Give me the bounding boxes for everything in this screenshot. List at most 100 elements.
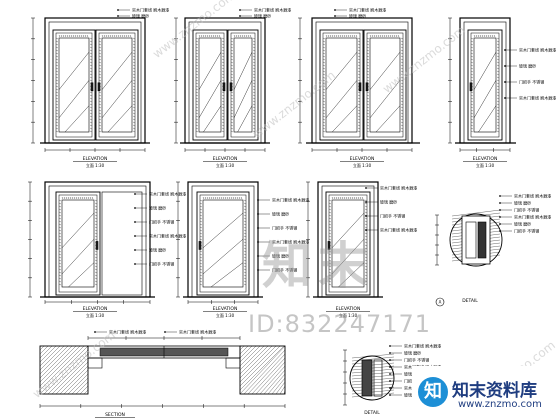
glass-hatch	[375, 105, 401, 133]
carved-border	[55, 121, 59, 124]
wall-hatch	[259, 365, 286, 395]
callout-dot	[117, 15, 119, 17]
glass-panel	[325, 37, 358, 133]
carved-border	[230, 112, 234, 115]
carved-border	[470, 127, 474, 130]
door-leaf-inner	[470, 32, 500, 138]
carved-border	[364, 226, 368, 229]
callout-label: 实木门套线 刷木器漆	[514, 214, 551, 220]
carved-border	[98, 121, 102, 124]
carved-border	[470, 130, 474, 133]
carved-border	[496, 88, 500, 91]
carved-border	[76, 34, 79, 38]
carved-border	[58, 205, 62, 208]
carved-border	[357, 49, 361, 52]
carved-border	[496, 49, 500, 52]
carved-border	[400, 130, 404, 133]
carved-border	[252, 121, 256, 124]
carved-border	[252, 100, 256, 103]
carved-border	[94, 265, 98, 268]
carved-border	[98, 49, 102, 52]
carved-border	[322, 82, 326, 85]
carved-border	[55, 49, 59, 52]
elevation-title: ELEVATION	[213, 306, 238, 312]
carved-border	[243, 283, 247, 286]
elevation-title: ELEVATION	[83, 306, 108, 312]
carved-border	[195, 130, 199, 133]
carved-border	[470, 91, 474, 94]
wall-hatch	[255, 361, 286, 395]
carved-border	[58, 244, 62, 247]
carved-border	[94, 262, 98, 265]
carved-border	[132, 55, 136, 58]
carved-border	[400, 112, 404, 115]
carved-border	[204, 196, 207, 200]
carved-border	[366, 118, 370, 121]
carved-border	[195, 94, 199, 97]
carved-border	[366, 112, 370, 115]
carved-border	[98, 91, 102, 94]
carved-border	[328, 265, 332, 268]
carved-border	[243, 202, 247, 205]
carved-border	[98, 115, 102, 118]
door-handle	[327, 241, 331, 250]
detail-title: DETAIL	[462, 298, 478, 304]
carved-border	[322, 73, 326, 76]
wall-hatch	[75, 381, 89, 395]
elevation-scale: 立面 1:30	[216, 312, 235, 318]
carved-border	[98, 106, 102, 109]
carved-border	[94, 202, 98, 205]
carved-border	[195, 112, 199, 115]
glass-hatch	[331, 239, 365, 275]
carved-border	[243, 253, 247, 256]
carved-border	[322, 61, 326, 64]
carved-border	[70, 34, 73, 38]
callout-label: 实木门套线 刷木器漆	[404, 343, 441, 349]
carved-border	[252, 52, 256, 55]
carved-border	[218, 34, 221, 38]
carved-border	[470, 55, 474, 58]
carved-border	[243, 268, 247, 271]
carved-border	[243, 265, 247, 268]
carved-border	[496, 112, 500, 115]
carved-border	[243, 274, 247, 277]
carved-border	[496, 127, 500, 130]
carved-border	[236, 196, 239, 200]
carved-border	[355, 196, 358, 200]
carved-border	[89, 37, 93, 40]
carved-border	[329, 34, 332, 38]
carved-border	[357, 100, 361, 103]
carved-border	[132, 64, 136, 67]
carved-border	[109, 34, 112, 38]
carved-border	[400, 37, 404, 40]
carved-border	[58, 208, 62, 211]
carved-border	[359, 196, 362, 200]
door-frame	[187, 181, 259, 298]
carved-border	[221, 43, 225, 46]
carved-border	[199, 262, 203, 265]
carved-border	[55, 109, 59, 112]
carved-border	[89, 46, 93, 49]
carved-border	[94, 229, 98, 232]
glass-hatch	[61, 239, 95, 275]
carved-border	[127, 34, 130, 38]
carved-border	[385, 34, 388, 38]
carved-border	[252, 49, 256, 52]
carved-border	[94, 220, 98, 223]
carved-border	[366, 70, 370, 73]
carved-border	[195, 43, 199, 46]
callout-dot	[504, 97, 506, 99]
carved-border	[400, 55, 404, 58]
carved-border	[322, 127, 326, 130]
callout-label: 玻璃 磨砂	[380, 199, 397, 205]
carved-border	[366, 106, 370, 109]
carved-border	[357, 40, 361, 43]
carved-border	[55, 85, 59, 88]
carved-border	[351, 196, 354, 200]
carved-border	[195, 79, 199, 82]
brand-badge[interactable]: 知 知末资料库 www.znzmo.com	[412, 366, 560, 420]
callout-dot	[389, 345, 391, 347]
carved-border	[496, 100, 500, 103]
detail-hatch	[351, 386, 395, 392]
carved-border	[74, 34, 77, 38]
